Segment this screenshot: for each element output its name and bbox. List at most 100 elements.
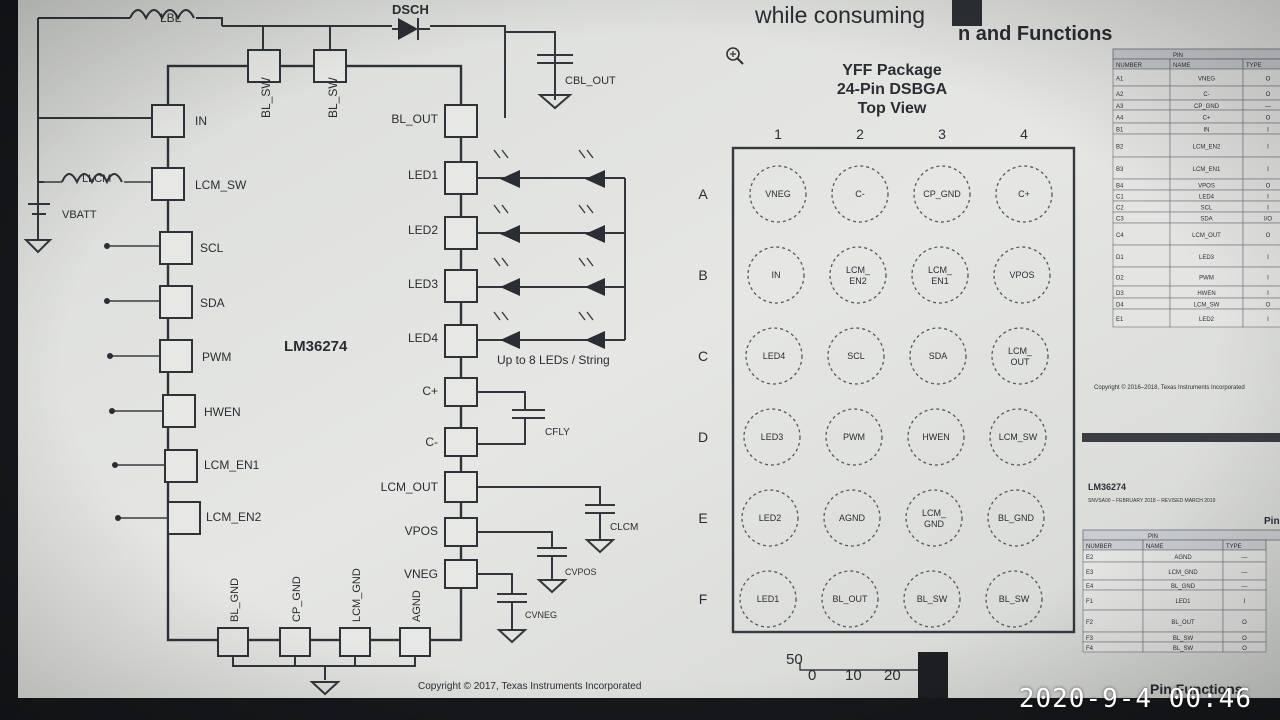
- table-cell: I/O: [1264, 217, 1272, 223]
- label-diode: DSCH: [392, 2, 429, 17]
- table-group-header: PIN: [1173, 53, 1183, 59]
- table-cell: D4: [1116, 303, 1124, 309]
- heading-left: while consuming: [754, 2, 925, 28]
- table-header: NUMBER: [1086, 544, 1113, 550]
- ball-label: OUT: [1011, 357, 1031, 367]
- ball-label: BL_SW: [999, 594, 1030, 604]
- table-cell: C2: [1116, 206, 1124, 212]
- column-label: 1: [774, 126, 782, 142]
- table-cell: F4: [1086, 646, 1094, 652]
- row-label: E: [698, 510, 707, 526]
- scale-label-3: 10: [845, 667, 862, 684]
- row-label: D: [698, 429, 708, 445]
- table-header: NAME: [1173, 63, 1190, 69]
- table-cell: E2: [1086, 555, 1094, 561]
- ball-label: BL_GND: [998, 513, 1035, 523]
- ball-label: LED2: [759, 513, 782, 523]
- table-cell: D1: [1116, 255, 1124, 261]
- table-cell: A3: [1116, 104, 1124, 110]
- table-cell: C+: [1203, 116, 1211, 122]
- table-cell: PWM: [1199, 276, 1214, 282]
- table-cell: BL_SW: [1173, 636, 1194, 642]
- left-pin-label-6: HWEN: [204, 405, 241, 419]
- table-cell: A4: [1116, 116, 1124, 122]
- doc-rev: SNVSA00 – FEBRUARY 2018 – REVISED MARCH …: [1088, 498, 1216, 504]
- table-cell: BL_SW: [1173, 646, 1194, 652]
- table-cell: LCM_GND: [1168, 570, 1198, 576]
- scale-label-1: 50: [786, 651, 803, 668]
- ball-label: LCM_: [846, 265, 871, 275]
- ball-label: EN2: [849, 276, 867, 286]
- table-cell: LED3: [1199, 255, 1215, 261]
- ball-label: LCM_: [928, 265, 953, 275]
- bottom-pin-label-2: CP_GND: [291, 576, 303, 622]
- ball-label: C-: [855, 189, 865, 199]
- ball-label: LCM_SW: [999, 432, 1038, 442]
- scale-label-2: 0: [808, 667, 816, 684]
- table-cell: C-: [1203, 92, 1209, 98]
- table-cell: F3: [1086, 636, 1094, 642]
- table-cell: C3: [1116, 217, 1124, 223]
- table-cell: E4: [1086, 584, 1094, 590]
- table-cell: O: [1242, 636, 1247, 642]
- table-header: TYPE: [1246, 63, 1262, 69]
- package-title-1: YFF Package: [842, 62, 942, 79]
- left-pin-label-2: LCM_SW: [195, 178, 247, 192]
- table-cell: O: [1266, 92, 1271, 98]
- top-pin-label-1: BL_SW: [259, 77, 273, 118]
- bottom-pin-label-3: LCM_GND: [351, 568, 363, 622]
- right-pin-label-6: C+: [422, 384, 438, 398]
- ball-label: GND: [924, 519, 945, 529]
- right-pin-label-9: VPOS: [405, 524, 438, 538]
- left-pin-label-7: LCM_EN1: [204, 458, 260, 472]
- right-pin-label-1: BL_OUT: [391, 112, 438, 126]
- section-divider: [1082, 433, 1280, 442]
- left-pin-label-1: IN: [195, 114, 207, 128]
- label-cap-vneg: CVNEG: [525, 610, 557, 620]
- package-title-2: 24-Pin DSBGA: [837, 81, 948, 98]
- table-cell: —: [1265, 104, 1271, 110]
- ball-label: BL_SW: [917, 594, 948, 604]
- right-pin-label-5: LED4: [408, 331, 438, 345]
- ball-label: LCM_: [922, 508, 947, 518]
- table-cell: B4: [1116, 184, 1124, 190]
- table-cell: C1: [1116, 195, 1124, 201]
- label-inductor-lcm: LLCM: [82, 173, 111, 185]
- table-header: NAME: [1146, 544, 1163, 550]
- row-label: C: [698, 348, 708, 364]
- left-pin-label-3: SCL: [200, 241, 224, 255]
- column-label: 3: [938, 126, 946, 142]
- column-label: 2: [856, 126, 864, 142]
- left-pin-label-5: PWM: [202, 350, 231, 364]
- right-pin-label-3: LED2: [408, 223, 438, 237]
- table-cell: F1: [1086, 599, 1094, 605]
- table-top-footer: Copyright © 2016–2018, Texas Instruments…: [1094, 384, 1245, 391]
- label-cap-bl-out: CBL_OUT: [565, 75, 616, 87]
- table-cell: BL_GND: [1171, 584, 1196, 590]
- row-label: F: [699, 591, 708, 607]
- package-title-3: Top View: [858, 100, 927, 117]
- table-cell: O: [1266, 233, 1271, 239]
- table-cell: LCM_EN1: [1193, 167, 1221, 173]
- ball-label: LED3: [761, 432, 784, 442]
- table-cell: O: [1242, 646, 1247, 652]
- ball-label: LED4: [763, 351, 786, 361]
- ball-label: PWM: [843, 432, 865, 442]
- label-cap-lcm: CLCM: [610, 522, 638, 533]
